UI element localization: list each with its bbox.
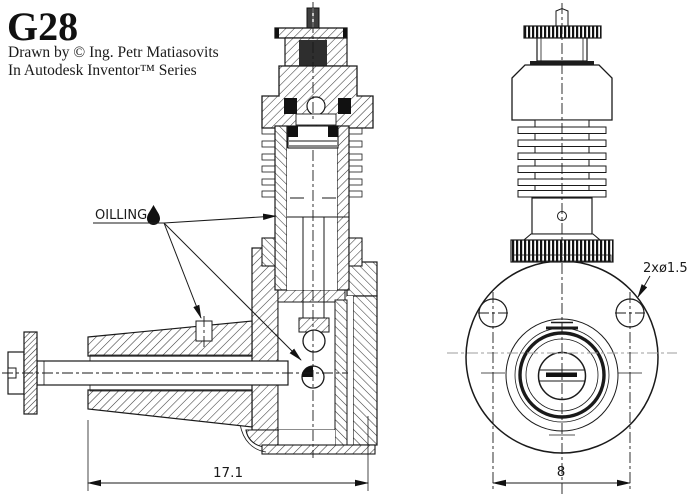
oiling-callout: OILLING [93,205,302,361]
credit-line-1: Drawn by © Ing. Petr Matiasovits [8,44,219,61]
holes-label: 2xø1.5 [643,261,688,276]
knurled-disc [523,25,602,39]
oiling-leader-1 [163,213,277,224]
oiling-leader-2 [163,222,202,319]
left-section-view [2,2,378,458]
cylinder-section [261,125,363,318]
dimension-hole-spacing: 8 [492,464,631,487]
dimension-overall-length: 17.1 [87,416,369,491]
holes-callout: 2xø1.5 [637,261,688,298]
credit-line-2: In Autodesk Inventor™ Series [8,62,197,79]
dim-hole-spacing: 8 [557,464,566,480]
seal-right [338,98,351,114]
dim-overall-length: 17.1 [213,465,243,481]
cooling-fins-left [261,127,276,198]
crankcase-section [239,247,378,455]
oil-drop-icon [147,205,160,226]
crankshaft-and-bearing [7,316,289,428]
holes-leader [637,275,651,298]
crank-internals [298,317,330,389]
top-plate [274,27,348,39]
front-view [447,3,677,497]
ball-joint [302,329,326,353]
oiling-label: OILLING [95,208,147,223]
cooling-fins-right [348,127,363,198]
drawing-title: G28 [7,4,78,49]
title-block: G28 Drawn by © Ing. Petr Matiasovits In … [7,4,219,79]
oiling-leader-3 [163,222,302,361]
head-assembly [261,7,374,129]
ball-seat [306,96,326,116]
seal-left [284,98,297,114]
